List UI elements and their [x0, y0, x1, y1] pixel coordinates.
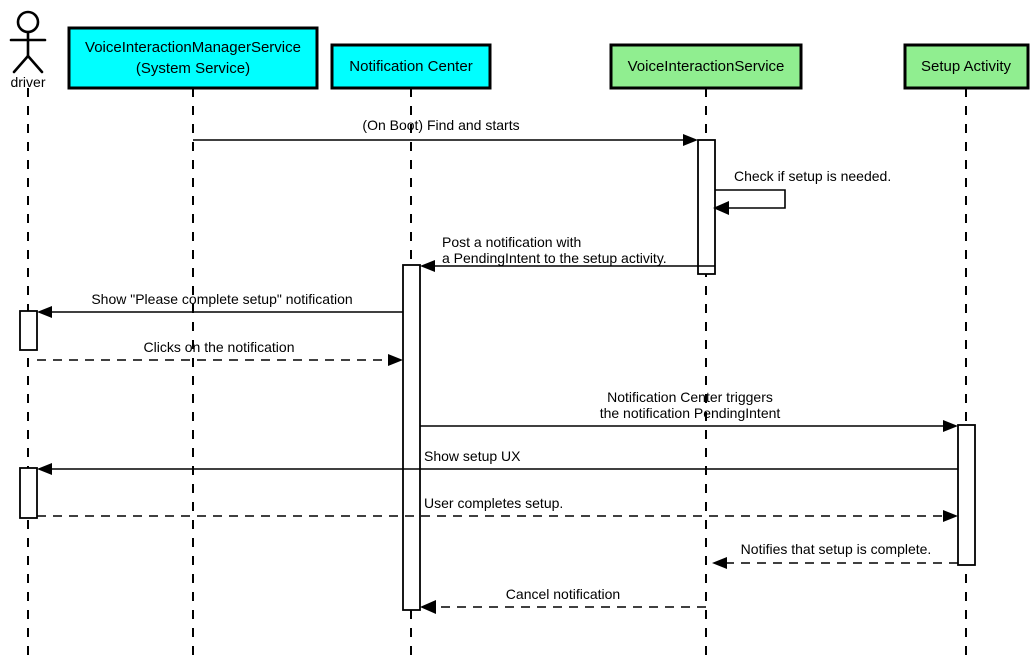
activation-bar-notification-center: [402, 264, 421, 611]
arrowhead-m10: [420, 600, 436, 614]
actor-head-icon: [16, 10, 40, 34]
participant-label-vims-line2: (System Service): [136, 60, 250, 77]
actor-leg-right-icon: [26, 54, 44, 74]
arrowhead-m3: [420, 260, 435, 272]
message-on-boot-find-and-starts[interactable]: (On Boot) Find and starts: [193, 117, 698, 146]
message-line-m2-self: [715, 189, 786, 209]
participant-setup-activity[interactable]: Setup Activity: [903, 43, 1030, 90]
activation-bar-driver-1: [19, 310, 38, 351]
activation-bars: [19, 139, 976, 611]
participant-box-vims[interactable]: [67, 26, 319, 90]
arrowhead-m2: [713, 201, 729, 215]
message-label-m9: Notifies that setup is complete.: [741, 541, 932, 557]
message-label-m8: User completes setup.: [424, 495, 563, 511]
participant-driver[interactable]: driver: [9, 10, 47, 90]
arrowhead-m4: [37, 306, 52, 318]
arrowhead-m7: [37, 463, 52, 475]
message-show-please-complete-setup-notification[interactable]: Show "Please complete setup" notificatio…: [37, 291, 403, 318]
arrowhead-m5: [388, 354, 403, 366]
arrowhead-m1: [683, 134, 698, 146]
message-label-m6-line2: the notification PendingIntent: [600, 405, 781, 421]
message-label-m4: Show "Please complete setup" notificatio…: [91, 291, 352, 307]
message-label-m1: (On Boot) Find and starts: [362, 117, 519, 133]
message-post-a-notification[interactable]: Post a notification with a PendingIntent…: [420, 234, 715, 272]
message-label-m5: Clicks on the notification: [144, 339, 295, 355]
participant-vis[interactable]: VoiceInteractionService: [609, 43, 803, 90]
message-label-m3-line1: Post a notification with: [442, 234, 581, 250]
activation-bar-driver-2: [19, 467, 38, 519]
activation-bar-vis: [697, 139, 716, 275]
activation-bar-setup-activity: [957, 424, 976, 566]
participant-label-setup-activity: Setup Activity: [921, 58, 1012, 75]
message-label-m2: Check if setup is needed.: [734, 168, 891, 184]
message-notifies-that-setup-is-complete[interactable]: Notifies that setup is complete.: [712, 541, 958, 569]
participant-box-notification-center[interactable]: [330, 43, 492, 90]
arrowhead-m8: [943, 510, 958, 522]
participant-label-vis: VoiceInteractionService: [628, 58, 785, 75]
participant-label-driver: driver: [10, 74, 45, 90]
message-check-if-setup-is-needed[interactable]: Check if setup is needed.: [713, 168, 891, 215]
message-show-setup-ux[interactable]: Show setup UX: [37, 448, 958, 475]
message-label-m6-line1: Notification Center triggers: [607, 389, 773, 405]
participant-vims[interactable]: VoiceInteractionManagerService (System S…: [67, 26, 319, 90]
participant-box-setup-activity[interactable]: [903, 43, 1030, 90]
arrowhead-m6: [943, 420, 958, 432]
actor-leg-left-icon: [12, 54, 30, 74]
message-notification-center-triggers-pendingintent[interactable]: Notification Center triggers the notific…: [420, 389, 958, 432]
participant-notification-center[interactable]: Notification Center: [330, 43, 492, 90]
message-clicks-on-the-notification[interactable]: Clicks on the notification: [37, 339, 403, 366]
participant-box-vis[interactable]: [609, 43, 803, 90]
message-label-m3-line2: a PendingIntent to the setup activity.: [442, 250, 667, 266]
participant-label-notification-center: Notification Center: [349, 58, 472, 75]
participant-label-vims-line1: VoiceInteractionManagerService: [85, 39, 301, 56]
message-user-completes-setup[interactable]: User completes setup.: [37, 495, 958, 522]
message-cancel-notification[interactable]: Cancel notification: [420, 586, 706, 614]
arrowhead-m9: [712, 557, 727, 569]
message-label-m10: Cancel notification: [506, 586, 620, 602]
message-label-m7: Show setup UX: [424, 448, 521, 464]
